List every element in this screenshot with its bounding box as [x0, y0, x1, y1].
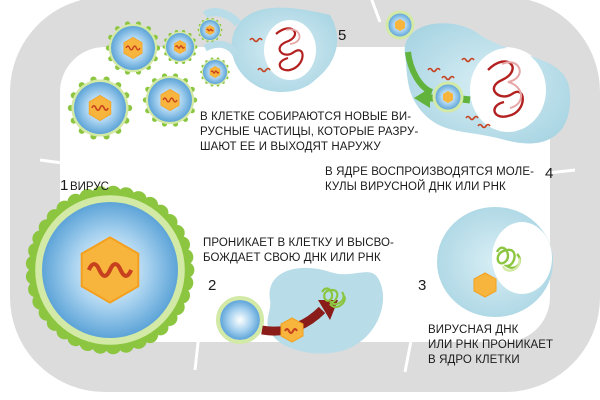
step-4-caption-line: КУЛЫ ВИРУСНОЙ ДНК ИЛИ РНК — [325, 181, 506, 193]
new-virus-particle — [197, 17, 223, 43]
step-4-cell — [385, 10, 571, 144]
step-2-caption-line: БОЖДАЕТ СВОЮ ДНК ИЛИ РНК — [203, 252, 381, 264]
step-number-3: 3 — [418, 277, 426, 294]
step-number-2: 2 — [208, 277, 216, 294]
green-arrow-4b — [405, 51, 434, 95]
step-5-caption-line: ШАЮТ ЕЕ И ВЫХОДЯТ НАРУЖУ — [200, 141, 381, 153]
virus-spikes — [25, 185, 195, 355]
dna-coil-3 — [495, 246, 522, 272]
step-1-big-virus — [25, 185, 195, 355]
step-5-caption: В КЛЕТКЕ СОБИРАЮТСЯ НОВЫЕ ВИ- РУСНЫЕ ЧАС… — [200, 110, 418, 155]
step-3-caption-line: В ЯДРО КЛЕТКИ — [428, 354, 520, 366]
new-virus-particle — [200, 57, 230, 87]
step-3-caption-line: ВИРУСНАЯ ДНК — [428, 324, 519, 336]
rna-strand — [125, 45, 141, 51]
rna-strand — [86, 262, 134, 278]
released-capsid — [280, 317, 304, 343]
step-3-cell — [437, 207, 553, 317]
step-2-caption-line: ПРОНИКАЕТ В КЛЕТКУ И ВЫСВО- — [203, 237, 394, 249]
step-3-caption-line: ИЛИ РНК ПРОНИКАЕТ — [428, 339, 554, 351]
step-5-cell — [67, 7, 338, 140]
dna-red-5 — [275, 27, 304, 72]
step-2-caption: ПРОНИКАЕТ В КЛЕТКУ И ВЫСВО- БОЖДАЕТ СВОЮ… — [203, 236, 394, 266]
step-5-caption-line: РУСНЫЕ ЧАСТИЦЫ, КОТОРЫЕ РАЗРУ- — [200, 126, 419, 138]
step-5-caption-line: В КЛЕТКЕ СОБИРАЮТСЯ НОВЫЕ ВИ- — [200, 111, 412, 123]
new-virus-particle — [67, 76, 133, 140]
step-number-5: 5 — [338, 27, 346, 44]
step-4-caption-line: В ЯДРЕ ВОСПРОИЗВОДЯТСЯ МОЛЕ- — [325, 166, 535, 178]
step-2-cell — [216, 267, 384, 354]
rna-strand — [162, 97, 178, 103]
new-virus-particle — [142, 73, 198, 127]
step-number-1: 1 — [60, 177, 68, 194]
rna-strand — [206, 28, 214, 32]
step-number-4: 4 — [545, 165, 553, 182]
dna-coil-2 — [321, 287, 346, 309]
new-virus-particle — [105, 21, 161, 75]
step-4-caption: В ЯДРЕ ВОСПРОИЗВОДЯТСЯ МОЛЕ- КУЛЫ ВИРУСН… — [325, 165, 534, 195]
rna-strand — [174, 45, 186, 49]
rna-strand — [210, 70, 220, 74]
new-virus-particle — [162, 30, 198, 64]
step-1-label: ВИРУС — [70, 181, 109, 193]
dna-red-4 — [487, 60, 524, 118]
step-3-caption: ВИРУСНАЯ ДНК ИЛИ РНК ПРОНИКАЕТ В ЯДРО КЛ… — [428, 323, 553, 368]
rna-strand — [91, 104, 109, 112]
